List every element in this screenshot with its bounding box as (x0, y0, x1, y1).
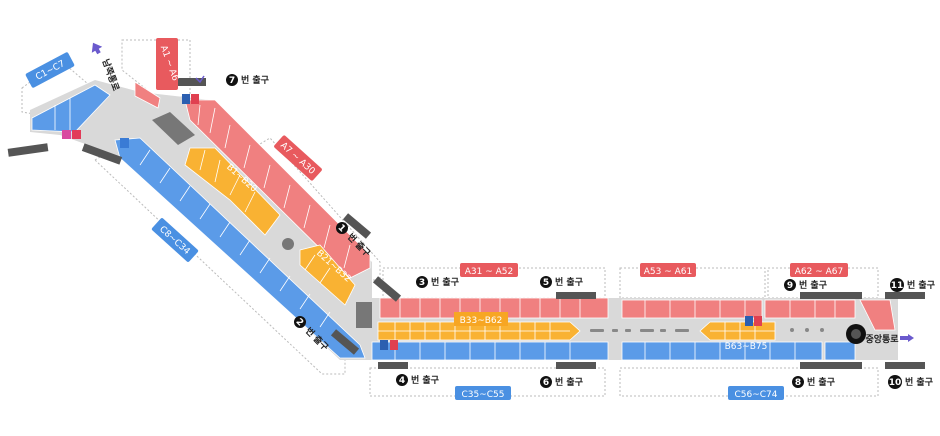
atm-icon (62, 130, 71, 139)
svg-text:번 출구: 번 출구 (555, 276, 583, 288)
c35-c55-stores (371, 341, 609, 361)
a53-a61-stores (621, 299, 763, 319)
exit-11: 11 번 출구 (890, 278, 935, 292)
a7-a30-stores (184, 99, 371, 279)
fountain-icon (195, 75, 205, 84)
svg-text:번 출구: 번 출구 (555, 376, 583, 388)
svg-text:번 출구: 번 출구 (431, 276, 459, 288)
svg-text:A62 ~ A67: A62 ~ A67 (795, 267, 843, 277)
label-c8-c34: C8~C34 (151, 218, 199, 262)
svg-text:7: 7 (229, 76, 235, 86)
info-icon (120, 138, 129, 148)
c56-c74-stores (621, 341, 823, 361)
svg-text:3: 3 (419, 278, 425, 288)
exit-9: 9 번 출구 (784, 279, 827, 291)
outline-a1 (121, 39, 191, 101)
c-zone-stores (31, 84, 856, 361)
restroom-icon (182, 94, 199, 104)
svg-text:번 출구: 번 출구 (907, 279, 935, 291)
label-c56-c74: C56~C74 (728, 386, 784, 400)
restroom-icon (745, 316, 762, 326)
exit-3: 3 번 출구 (416, 276, 459, 288)
heart-icon (72, 130, 81, 139)
svg-text:10: 10 (889, 378, 902, 388)
label-b63-b75: B63~B75 (725, 342, 768, 352)
c-east-stores (824, 341, 856, 361)
svg-text:C35~C55: C35~C55 (461, 390, 504, 400)
svg-text:8: 8 (795, 378, 801, 388)
a1-a6-stores (134, 81, 161, 109)
a-east-stores (859, 299, 896, 331)
svg-text:A53 ~ A61: A53 ~ A61 (644, 267, 692, 277)
svg-text:1: 1 (336, 223, 348, 235)
center-dashes (590, 328, 824, 332)
pillar (282, 238, 294, 250)
label-central-passage: 중앙통로 (865, 333, 899, 345)
svg-text:A31 ~ A52: A31 ~ A52 (465, 267, 513, 277)
escalator-block (152, 112, 195, 145)
svg-text:번 출구: 번 출구 (799, 279, 827, 291)
a-zone-stores (134, 81, 896, 331)
label-c1-c7: C1~C7 (25, 52, 75, 88)
svg-text:5: 5 (543, 278, 549, 288)
a62-a67-stores (764, 299, 856, 319)
corridor-features (152, 112, 866, 344)
svg-text:번 출구: 번 출구 (411, 374, 439, 386)
exit-6: 6 번 출구 (540, 376, 583, 388)
svg-text:번 출구: 번 출구 (807, 376, 835, 388)
outline-c56 (619, 367, 879, 397)
kiosk-block (356, 302, 372, 328)
label-a62-a67: A62 ~ A67 (790, 263, 848, 277)
arrow-icon (900, 334, 914, 342)
stairs (7, 78, 925, 369)
c1-c7-stores (31, 84, 111, 133)
svg-text:6: 6 (543, 378, 549, 388)
svg-text:번 출구: 번 출구 (905, 376, 933, 388)
label-a1-a6: A1 ~ A6 (156, 38, 180, 90)
label-a31-a52: A31 ~ A52 (460, 263, 518, 277)
outline-a53 (619, 267, 766, 299)
svg-text:4: 4 (399, 376, 405, 386)
exit-7: 7 번 출구 (226, 74, 269, 86)
exit-10: 10 번 출구 (888, 375, 933, 389)
b1-b20-stores (184, 147, 281, 236)
svg-text:번 출구: 번 출구 (241, 74, 269, 86)
b21-b32-stores (299, 244, 356, 306)
restroom-icon (380, 340, 398, 350)
icons (62, 42, 914, 350)
svg-text:B33~B62: B33~B62 (460, 316, 503, 326)
exit-8: 8 번 출구 (792, 376, 835, 388)
c-zone-grid (54, 98, 796, 360)
label-c35-c55: C35~C55 (455, 386, 511, 400)
arrow-icon (91, 42, 103, 55)
outline-c35 (369, 367, 606, 397)
exit-5: 5 번 출구 (540, 276, 583, 288)
svg-text:9: 9 (787, 281, 793, 291)
svg-text:11: 11 (891, 281, 904, 291)
exit-4: 4 번 출구 (396, 374, 439, 386)
svg-text:2: 2 (294, 317, 306, 329)
label-b33-b62: B33~B62 (454, 312, 508, 326)
svg-text:C56~C74: C56~C74 (734, 390, 777, 400)
label-a53-a61: A53 ~ A61 (640, 263, 696, 277)
